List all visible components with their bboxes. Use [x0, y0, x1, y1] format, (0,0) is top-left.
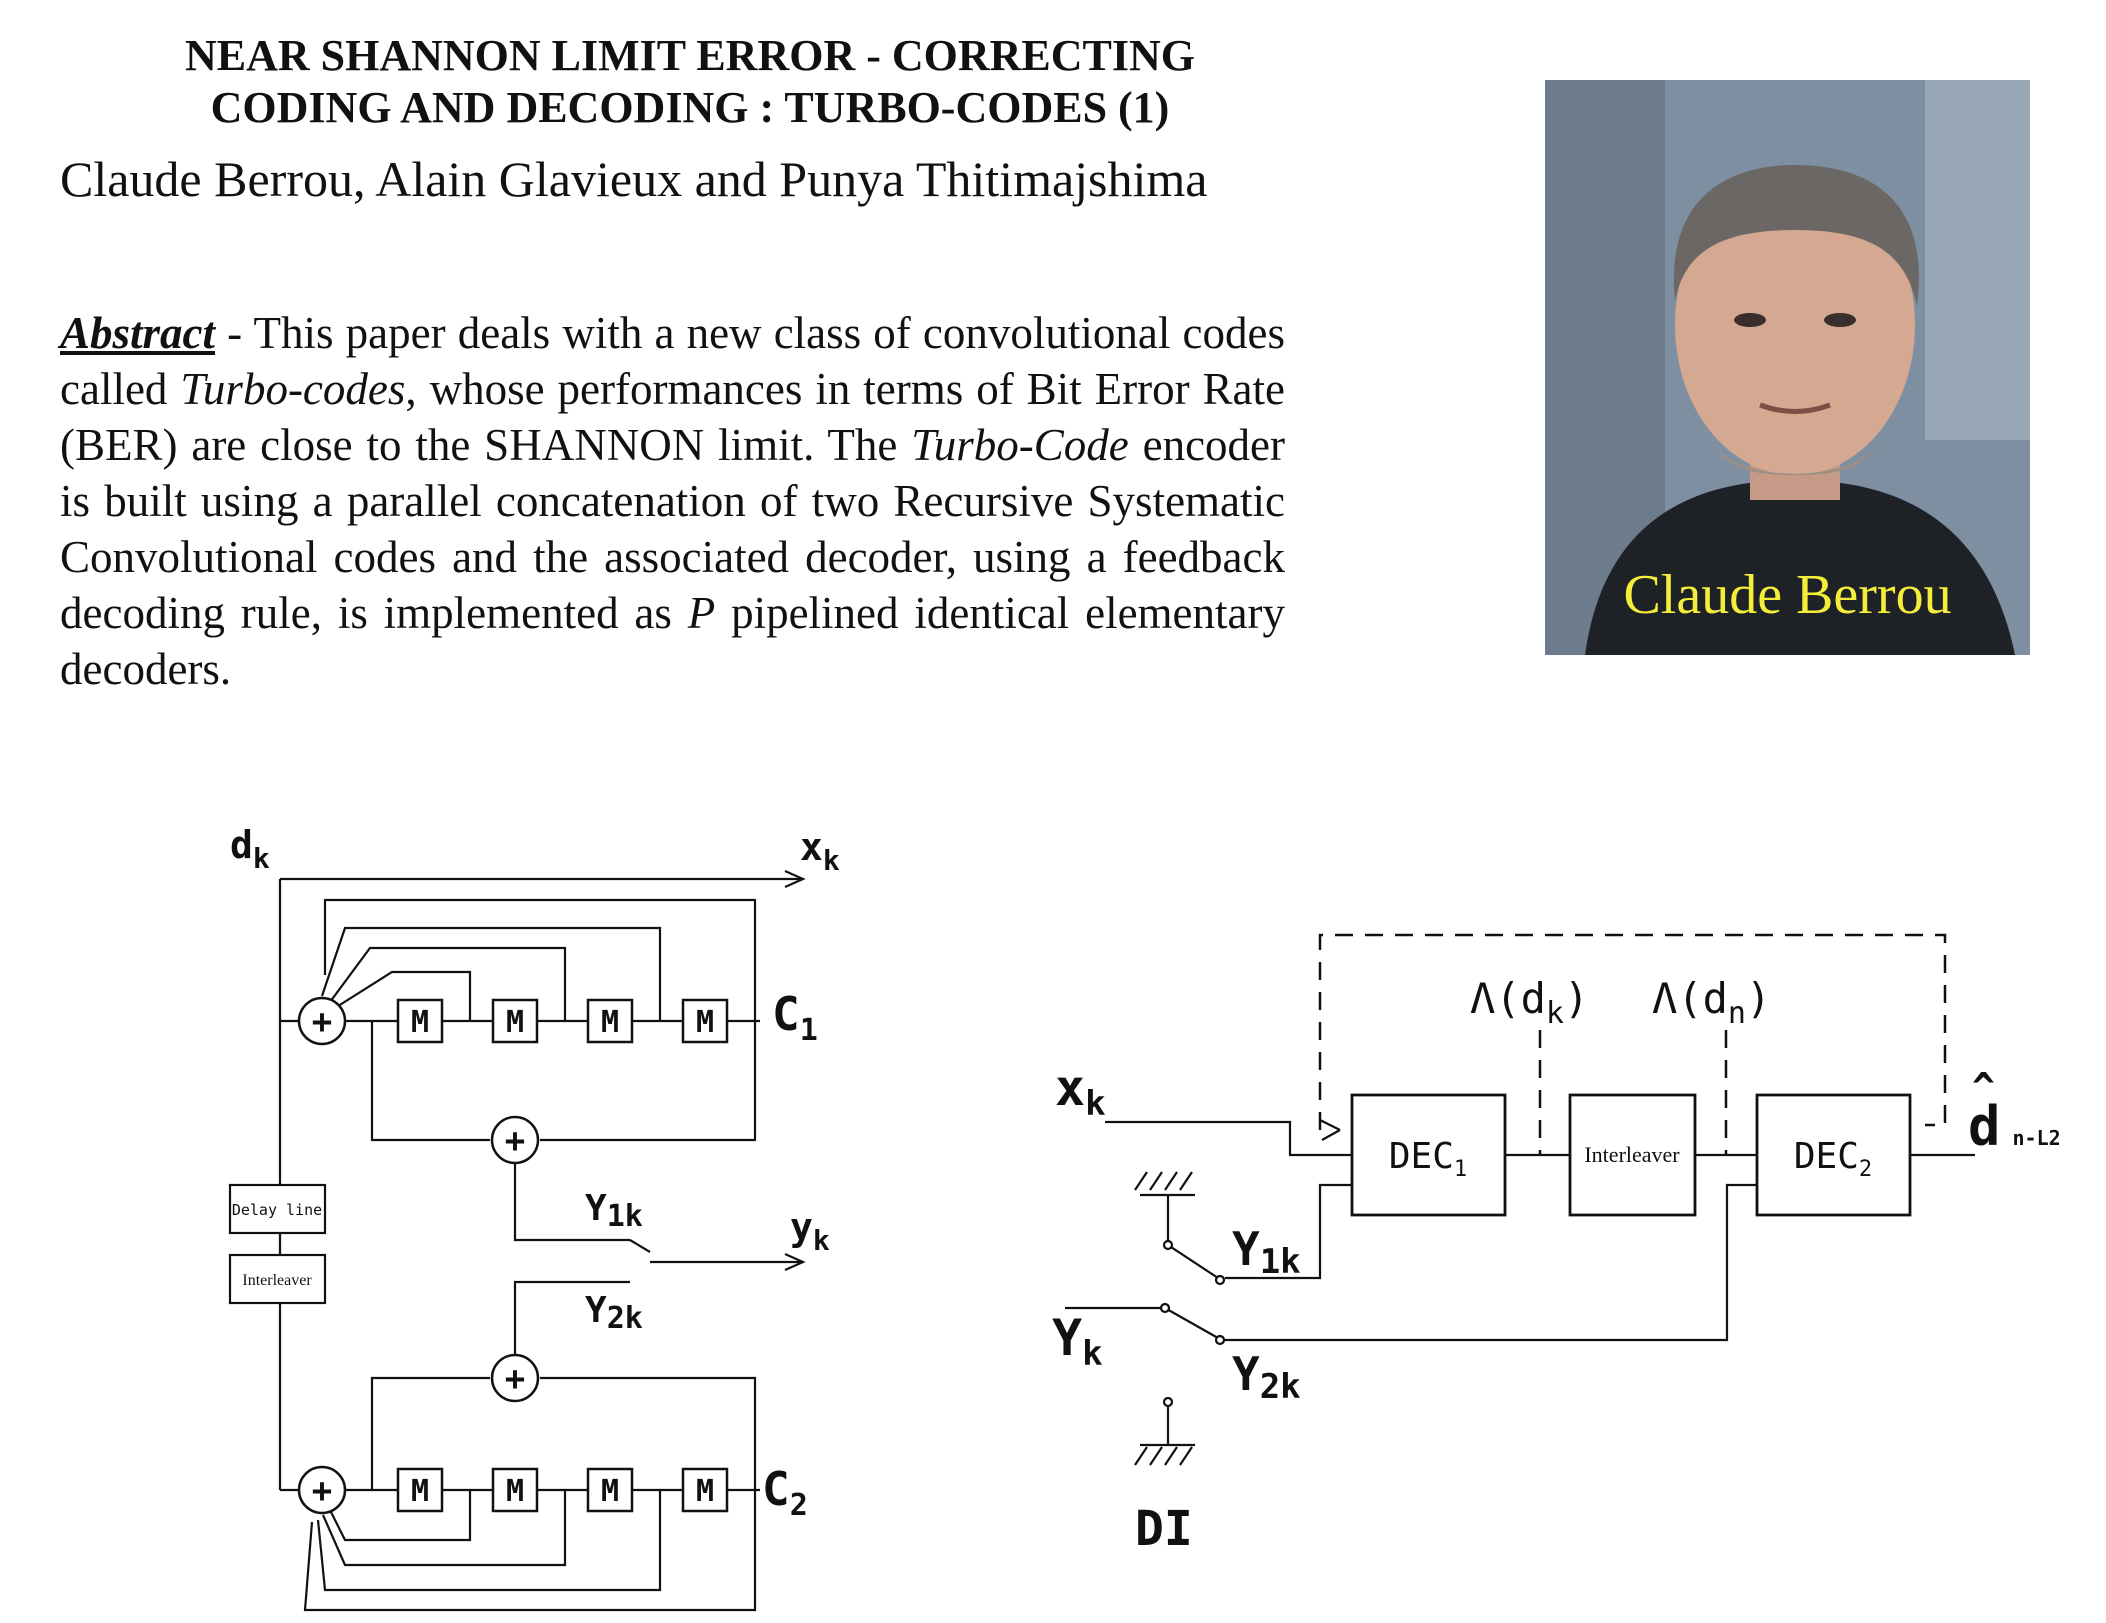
delay-line-label: Delay line — [232, 1201, 322, 1219]
adder-plus: + — [312, 1002, 332, 1042]
dec2-label: DEC2 — [1794, 1136, 1872, 1182]
adder-plus: + — [505, 1121, 525, 1161]
c2-label: C2 — [762, 1462, 808, 1523]
title-line-2: CODING AND DECODING : TURBO-CODES (1) — [210, 83, 1170, 132]
dec1-label: DEC1 — [1389, 1136, 1467, 1182]
adder-plus: + — [312, 1471, 332, 1511]
abstract-italic-3: P — [687, 588, 716, 638]
encoder-interleaver-label: Interleaver — [242, 1272, 312, 1289]
abstract-text-4: pipelined identical elementary decoders. — [60, 588, 1285, 694]
abstract-sep: - — [215, 308, 254, 358]
abstract: Abstract - This paper deals with a new c… — [60, 305, 1285, 697]
abstract-label: Abstract — [60, 308, 216, 358]
portrait-illustration — [1545, 80, 2030, 655]
memory-cell: M — [506, 1005, 524, 1040]
memory-cell: M — [601, 1474, 619, 1509]
adder-c1-parity — [490, 1115, 540, 1165]
adder-plus: + — [505, 1359, 525, 1399]
di-label: DI — [1135, 1501, 1193, 1557]
decoder-yk-label: Yk — [1052, 1309, 1103, 1374]
y2k-label: Y2k — [585, 1290, 643, 1336]
decoder-interleaver-label: Interleaver — [1584, 1142, 1680, 1167]
abstract-text-2: , whose performances in terms of Bit Err… — [60, 364, 1285, 470]
portrait-photo: Claude Berrou — [1545, 80, 2030, 655]
memory-cell: M — [411, 1005, 429, 1040]
title-line-1: NEAR SHANNON LIMIT ERROR - CORRECTING — [184, 31, 1196, 80]
abstract-text-1: This paper deals with a new class of con… — [60, 308, 1285, 414]
decoder-xk-label: xk — [1055, 1059, 1106, 1124]
photo-caption: Claude Berrou — [1623, 564, 1952, 626]
memory-cell: M — [411, 1474, 429, 1509]
authors: Claude Berrou, Alain Glavieux and Punya … — [60, 151, 1208, 207]
abstract-text-3: encoder is built using a parallel concat… — [60, 420, 1286, 638]
decoder-y1k-label: Y1k — [1232, 1222, 1301, 1282]
adder-c2-parity — [490, 1353, 540, 1403]
output-yk-label: yk — [790, 1205, 830, 1257]
memory-cell: M — [601, 1005, 619, 1040]
adder-c2-input — [297, 1465, 347, 1515]
y1k-label: Y1k — [585, 1188, 643, 1234]
abstract-italic-2: Turbo-Code — [911, 420, 1129, 470]
memory-cell: M — [696, 1474, 714, 1509]
output-xk-label: xk — [800, 825, 840, 877]
dec2-block — [1755, 1093, 1912, 1217]
dec1-block — [1350, 1093, 1507, 1217]
adder-c1-input — [297, 996, 347, 1046]
hat-accent: ^ — [1972, 1065, 1995, 1109]
input-dk-label: dk — [230, 823, 270, 875]
c1-label: C1 — [772, 987, 818, 1048]
memory-cell: M — [696, 1005, 714, 1040]
lambda-dk-label: Λ(dk) — [1470, 974, 1589, 1031]
abstract-italic-1: Turbo-codes — [180, 364, 406, 414]
memory-cell: M — [506, 1474, 524, 1509]
paper-title: NEAR SHANNON LIMIT ERROR - CORRECTING CO… — [60, 30, 1320, 134]
decoder-interleaver-block — [1568, 1093, 1697, 1217]
lambda-dn-label: Λ(dn) — [1652, 974, 1771, 1031]
decoder-y2k-label: Y2k — [1232, 1347, 1301, 1407]
